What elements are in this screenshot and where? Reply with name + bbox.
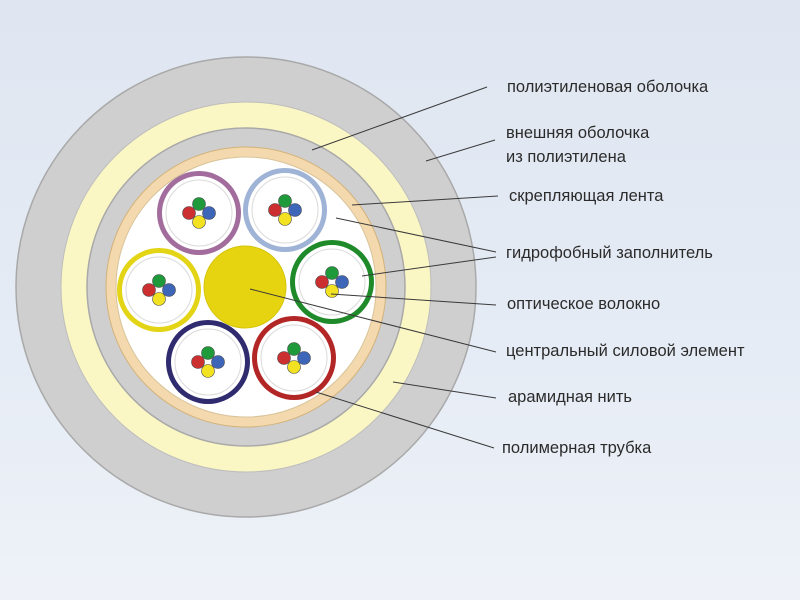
leader-hydrophobic-filler-1 bbox=[335, 217, 497, 253]
fiber-blue bbox=[202, 206, 216, 220]
tube-inner-ring bbox=[260, 324, 328, 392]
fiber-red bbox=[315, 275, 329, 289]
tube-yellow bbox=[117, 248, 201, 332]
fiber-green bbox=[287, 342, 301, 356]
fiber-green bbox=[325, 266, 339, 280]
fiber-green bbox=[152, 274, 166, 288]
fiber-blue bbox=[211, 355, 225, 369]
tube-inner-ring bbox=[125, 256, 193, 324]
central-strength-member bbox=[203, 245, 287, 329]
leader-aramid-yarn bbox=[392, 381, 497, 399]
fiber-green bbox=[192, 197, 206, 211]
buffer-tubes bbox=[117, 168, 374, 404]
fiber-red bbox=[268, 203, 282, 217]
leader-optical-fiber bbox=[330, 293, 497, 306]
label-hydrophobic-filler: гидрофобный заполнитель bbox=[506, 244, 713, 262]
leader-outer-sheath bbox=[425, 139, 496, 162]
label-polyethylene-sheath: полиэтиленовая оболочка bbox=[507, 78, 709, 96]
fiber-blue bbox=[335, 275, 349, 289]
label-optical-fiber: оптическое волокно bbox=[507, 295, 661, 313]
fiber-blue bbox=[297, 351, 311, 365]
leader-polymer-tube bbox=[315, 391, 495, 449]
tube-inner-ring bbox=[251, 176, 319, 244]
label-central-strength-member: центральный силовой элемент bbox=[506, 342, 745, 360]
fiber-red bbox=[277, 351, 291, 365]
tube-inner-ring bbox=[174, 328, 242, 396]
fiber-yellow bbox=[287, 360, 301, 374]
label-polymer-tube: полимерная трубка bbox=[502, 439, 652, 457]
tube-purple bbox=[157, 171, 241, 255]
fiber-red bbox=[191, 355, 205, 369]
fiber-red bbox=[182, 206, 196, 220]
fiber-yellow bbox=[152, 292, 166, 306]
fiber-yellow bbox=[192, 215, 206, 229]
leader-binding-tape bbox=[351, 195, 499, 206]
leader-polyethylene-sheath bbox=[311, 86, 488, 151]
fiber-red bbox=[142, 283, 156, 297]
tube-inner-ring bbox=[165, 179, 233, 247]
fiber-green bbox=[278, 194, 292, 208]
leader-lines bbox=[249, 86, 499, 449]
label-outer-sheath: внешняя оболочка из полиэтилена bbox=[506, 121, 649, 169]
fiber-green bbox=[201, 346, 215, 360]
tube-navy bbox=[166, 320, 250, 404]
label-aramid-yarn: арамидная нить bbox=[508, 388, 633, 406]
fiber-blue bbox=[288, 203, 302, 217]
label-binding-tape: скрепляющая лента bbox=[509, 187, 664, 205]
leader-central-member bbox=[249, 288, 497, 353]
fiber-yellow bbox=[201, 364, 215, 378]
fiber-yellow bbox=[325, 284, 339, 298]
fiber-yellow bbox=[278, 212, 292, 226]
leader-hydrophobic-filler-2 bbox=[361, 256, 497, 277]
tube-red bbox=[252, 316, 336, 400]
tube-inner-ring bbox=[298, 248, 366, 316]
fiber-blue bbox=[162, 283, 176, 297]
label-outer-sheath-line1: внешняя оболочка bbox=[506, 124, 650, 142]
tube-lightblue bbox=[243, 168, 327, 252]
label-outer-sheath-line2: из полиэтилена bbox=[506, 148, 626, 166]
tube-green bbox=[290, 240, 374, 324]
